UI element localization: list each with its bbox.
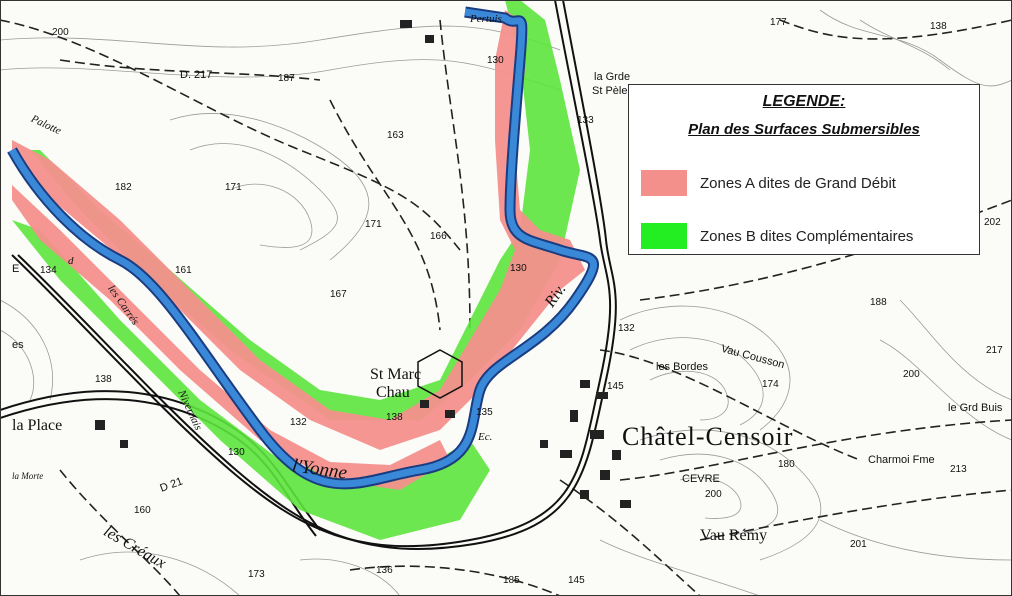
elevation-label: 174 xyxy=(762,379,779,390)
elevation-label: 200 xyxy=(52,27,69,38)
elevation-label: 217 xyxy=(986,345,1003,356)
elevation-label: 177 xyxy=(770,17,787,28)
elevation-label: 166 xyxy=(430,231,447,242)
elevation-label: 173 xyxy=(248,569,265,580)
map-legend: LEGENDE: Plan des Surfaces Submersibles … xyxy=(628,84,980,255)
elevation-label: 180 xyxy=(778,459,795,470)
label-chatel-censoir: Châtel-Censoir xyxy=(622,422,794,451)
elevation-label: 138 xyxy=(930,21,947,32)
zone-a-area xyxy=(12,10,585,490)
label-es: es xyxy=(12,339,24,351)
elevation-label: 130 xyxy=(510,263,527,274)
elevation-label: 188 xyxy=(870,297,887,308)
elevation-label: 202 xyxy=(984,217,1001,228)
elevation-label: 201 xyxy=(850,539,867,550)
elevation-label: 187 xyxy=(278,73,295,84)
label-chau: Chau xyxy=(376,384,410,401)
elevation-label: 161 xyxy=(175,265,192,276)
label-e: E xyxy=(12,263,20,275)
legend-title: LEGENDE: xyxy=(762,93,846,110)
village-buildings xyxy=(95,20,631,508)
elevation-label: 182 xyxy=(115,182,132,193)
elevation-label: 130 xyxy=(228,447,245,458)
legend-item-zone-a: Zones A dites de Grand Débit xyxy=(641,170,971,196)
elevation-label: 163 xyxy=(387,130,404,141)
elevation-label: 185 xyxy=(503,575,520,586)
elevation-label: 138 xyxy=(95,374,112,385)
label-st-pelerin: St Pèlerin xyxy=(592,85,640,97)
elevation-label: 145 xyxy=(607,381,624,392)
elevation-label: 132 xyxy=(290,417,307,428)
legend-label-zone-a: Zones A dites de Grand Débit xyxy=(700,175,896,192)
label-la-gr: la Grde xyxy=(594,71,631,83)
elevation-label: 160 xyxy=(134,505,151,516)
label-la-morte: la Morte xyxy=(12,471,44,481)
elevation-label: 213 xyxy=(950,464,967,475)
elevation-label: 133 xyxy=(577,115,594,126)
legend-item-zone-b: Zones B dites Complémentaires xyxy=(641,223,971,249)
label-d: d xyxy=(68,255,74,267)
elevation-label: 138 xyxy=(386,412,403,423)
label-les-bordes: les Bordes xyxy=(656,361,708,373)
elevation-label: 130 xyxy=(487,55,504,66)
elevation-label: 167 xyxy=(330,289,347,300)
contour-lines xyxy=(0,9,1012,596)
label-pertuis: Pertuis xyxy=(470,13,502,25)
label-charmoi: Charmoi Fme xyxy=(868,454,935,466)
label-vau-remy: Vau Rémy xyxy=(700,527,768,544)
elevation-label: 171 xyxy=(225,182,242,193)
elevation-label: 145 xyxy=(568,575,585,586)
st-marc-monument xyxy=(417,349,463,399)
legend-label-zone-b: Zones B dites Complémentaires xyxy=(700,228,914,245)
label-ec: Ec. xyxy=(478,431,493,443)
elevation-label: 136 xyxy=(376,565,393,576)
label-cevre: CEVRE xyxy=(682,473,720,485)
label-d217: D. 217 xyxy=(180,69,213,81)
label-st-marc: St Marc xyxy=(370,366,422,383)
elevation-label: 200 xyxy=(705,489,722,500)
label-le-gr-buis: le Grd Buis xyxy=(948,402,1003,414)
elevation-label: 200 xyxy=(903,369,920,380)
legend-subtitle: Plan des Surfaces Submersibles xyxy=(688,121,920,138)
legend-swatch-zone-a xyxy=(641,170,687,196)
elevation-label: 171 xyxy=(365,219,382,230)
paths-and-roads xyxy=(0,19,1012,596)
elevation-label: 134 xyxy=(40,265,57,276)
river-yonne-water xyxy=(8,8,597,488)
elevation-label: 135 xyxy=(476,407,493,418)
label-la-place: la Place xyxy=(12,417,63,434)
elevation-label: 132 xyxy=(618,323,635,334)
legend-swatch-zone-b xyxy=(641,223,687,249)
